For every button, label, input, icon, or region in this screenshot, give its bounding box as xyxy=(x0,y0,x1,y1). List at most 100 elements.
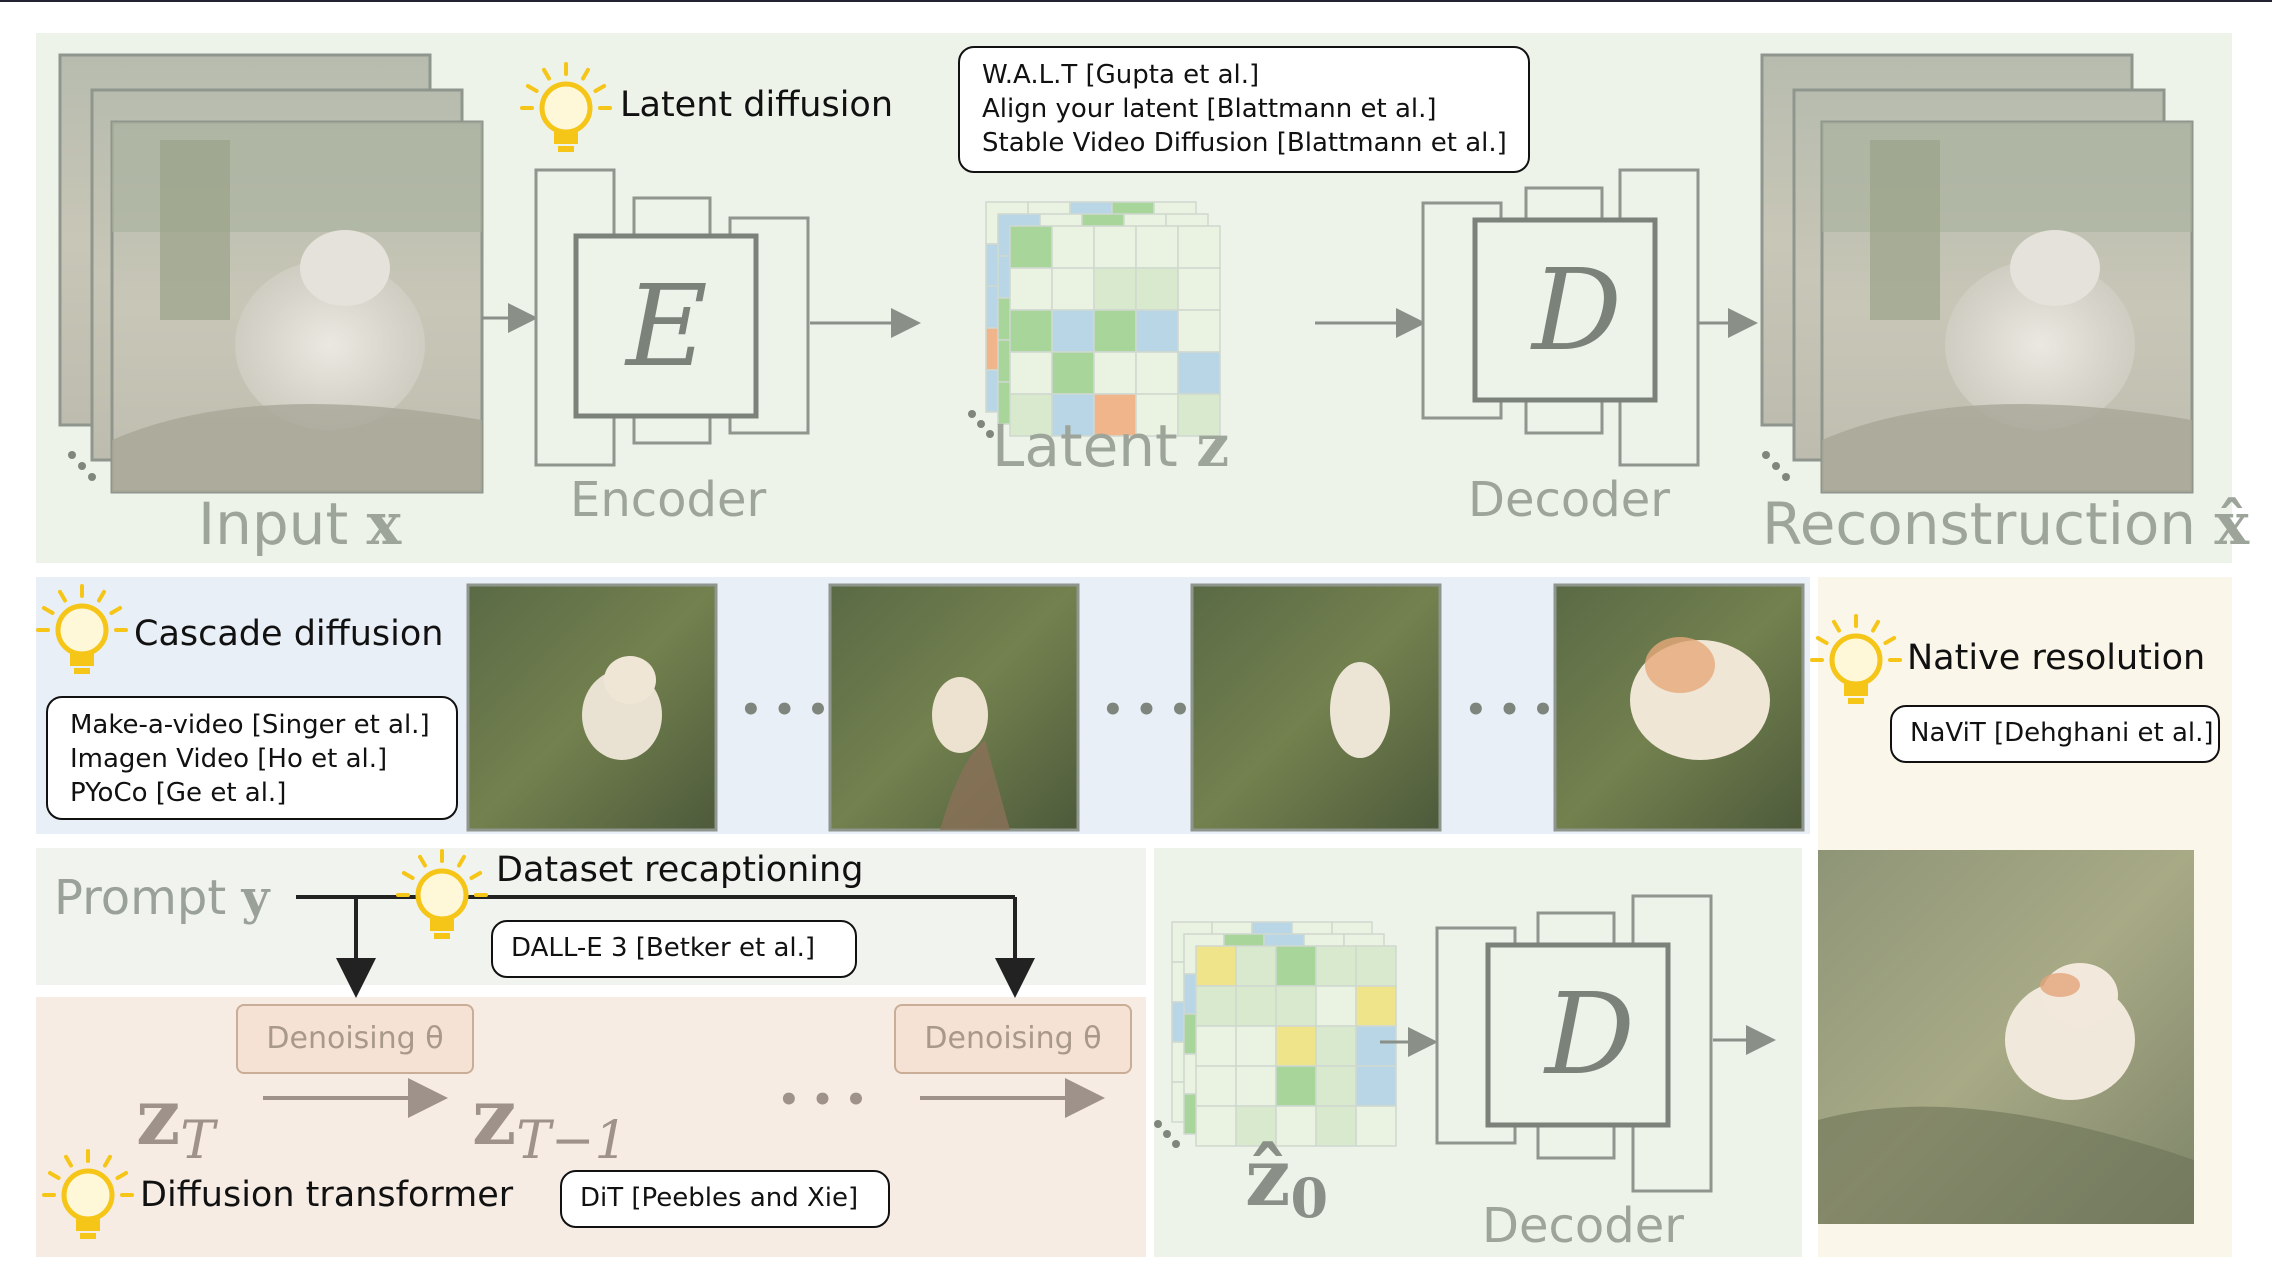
grid-cell xyxy=(1195,1105,1237,1147)
grid-cell xyxy=(1315,945,1357,987)
grid-cell xyxy=(1275,1105,1317,1147)
z-T-label: zT xyxy=(136,1072,215,1171)
native-resolution-refs: NaViT [Dehghani et al.] xyxy=(1890,705,2220,763)
reconstruction-label-text: Reconstruction xyxy=(1762,490,2197,558)
grid-cell xyxy=(1093,351,1137,395)
decoder-block xyxy=(1421,168,1700,467)
encoder-letter: E xyxy=(626,262,708,392)
latent-grid xyxy=(968,201,1221,438)
grid-cell xyxy=(1051,351,1095,395)
grid-cell xyxy=(1009,225,1053,269)
grid-cell xyxy=(1177,393,1221,437)
grid-cell xyxy=(1275,985,1317,1027)
grid-cell xyxy=(1009,351,1053,395)
reconstruction-symbol: x̂ xyxy=(2214,490,2250,558)
input-symbol: x xyxy=(366,490,402,558)
grid-cell xyxy=(1315,985,1357,1027)
cascade-frames xyxy=(466,583,1805,832)
input-label-text: Input xyxy=(198,490,349,558)
input-video-stack xyxy=(58,53,484,494)
grid-cell xyxy=(1195,1065,1237,1107)
encoder-block xyxy=(534,168,810,467)
grid-cell xyxy=(1315,1105,1357,1147)
cascade-diffusion-title: Cascade diffusion xyxy=(134,614,444,654)
grid-cell xyxy=(1135,267,1179,311)
grid-cell xyxy=(1315,1025,1357,1067)
bottom-decoder-letter: D xyxy=(1545,970,1635,1100)
grid-cell xyxy=(1235,1025,1277,1067)
z-T-minus-1-subscript: T−1 xyxy=(516,1111,628,1171)
denoising-block-2: Denoising θ xyxy=(894,1004,1132,1074)
decoder-label: Decoder xyxy=(1468,472,1670,528)
reconstruction-label: Reconstruction x̂ xyxy=(1762,490,2249,558)
bottom-decoder-label: Decoder xyxy=(1482,1198,1684,1254)
z-T-minus-1-base: z xyxy=(472,1072,517,1163)
grid-cell xyxy=(1093,267,1137,311)
dataset-recaptioning-refs: DALL-E 3 [Betker et al.] xyxy=(491,920,857,978)
z-T-base: z xyxy=(136,1072,181,1163)
ref-navit: NaViT [Dehghani et al.] xyxy=(1910,718,2214,748)
ref-dalle3: DALL-E 3 [Betker et al.] xyxy=(511,933,816,963)
cascade-diffusion-refs: Make-a-video [Singer et al.] Imagen Vide… xyxy=(46,696,458,820)
bulbs xyxy=(36,62,1902,1239)
encoder-label: Encoder xyxy=(570,472,767,528)
latent-label-text: Latent xyxy=(992,412,1178,480)
grid-cell xyxy=(1235,1065,1277,1107)
z-T-subscript: T xyxy=(180,1111,215,1171)
cascade-ellipsis-2: • • • xyxy=(1102,690,1191,730)
grid-cell xyxy=(1177,351,1221,395)
ref-align-your-latent: Align your latent [Blattmann et al.] xyxy=(982,94,1437,124)
ref-make-a-video: Make-a-video [Singer et al.] xyxy=(70,710,430,740)
grid-cell xyxy=(1275,1025,1317,1067)
grid-cell xyxy=(1195,1025,1237,1067)
grid-cell xyxy=(1177,225,1221,269)
diffusion-transformer-title: Diffusion transformer xyxy=(140,1175,514,1215)
input-label: Input x xyxy=(198,490,401,558)
prompt-label: Prompt y xyxy=(54,870,269,926)
grid-cell xyxy=(1051,267,1095,311)
grid-dot xyxy=(1154,1120,1162,1128)
lightbulb-icon xyxy=(36,584,128,674)
latent-diffusion-refs: W.A.L.T [Gupta et al.] Align your latent… xyxy=(958,46,1530,173)
grid-cell xyxy=(1315,1065,1357,1107)
ref-walt: W.A.L.T [Gupta et al.] xyxy=(982,60,1260,90)
ref-stable-video-diffusion: Stable Video Diffusion [Blattmann et al.… xyxy=(982,128,1507,158)
grid-cell xyxy=(1275,945,1317,987)
grid-cell xyxy=(1009,309,1053,353)
grid-cell xyxy=(1135,225,1179,269)
prompt-label-text: Prompt xyxy=(54,870,227,926)
reconstruction-video-stack xyxy=(1760,53,2194,494)
latent-diffusion-title: Latent diffusion xyxy=(620,85,894,125)
ref-imagen-video: Imagen Video [Ho et al.] xyxy=(70,744,388,774)
ref-pyoco: PYoCo [Ge et al.] xyxy=(70,778,287,808)
grid-cell xyxy=(1177,309,1221,353)
grid-cell xyxy=(1355,985,1397,1027)
grid-cell xyxy=(1009,267,1053,311)
z0-hat-label: ẑ0 xyxy=(1245,1130,1328,1230)
grid-cell xyxy=(1275,1065,1317,1107)
grid-dot xyxy=(986,430,994,438)
cascade-ellipsis-1: • • • xyxy=(740,690,829,730)
z0-latent-grid xyxy=(1154,921,1397,1148)
latent-symbol: z xyxy=(1196,412,1230,480)
grid-cell xyxy=(1093,225,1137,269)
cascade-ellipsis-3: • • • xyxy=(1465,690,1554,730)
grid-cell xyxy=(1355,1025,1397,1067)
dit-ellipsis: • • • xyxy=(778,1080,867,1120)
z0-hat-subscript: 0 xyxy=(1290,1166,1329,1230)
lightbulb-icon xyxy=(1810,614,1902,704)
grid-cell xyxy=(1051,225,1095,269)
diffusion-transformer-refs: DiT [Peebles and Xie] xyxy=(560,1170,890,1228)
grid-dot xyxy=(1172,1140,1180,1148)
native-resolution-title: Native resolution xyxy=(1907,638,2206,678)
denoising-block-1: Denoising θ xyxy=(236,1004,474,1074)
grid-cell xyxy=(1135,393,1179,437)
ref-dit: DiT [Peebles and Xie] xyxy=(580,1183,859,1213)
prompt-symbol: y xyxy=(241,870,270,926)
lightbulb-icon xyxy=(396,849,488,939)
grid-cell xyxy=(1235,945,1277,987)
grid-dot xyxy=(1163,1130,1171,1138)
grid-cell xyxy=(1051,309,1095,353)
decoder-letter: D xyxy=(1532,246,1622,376)
